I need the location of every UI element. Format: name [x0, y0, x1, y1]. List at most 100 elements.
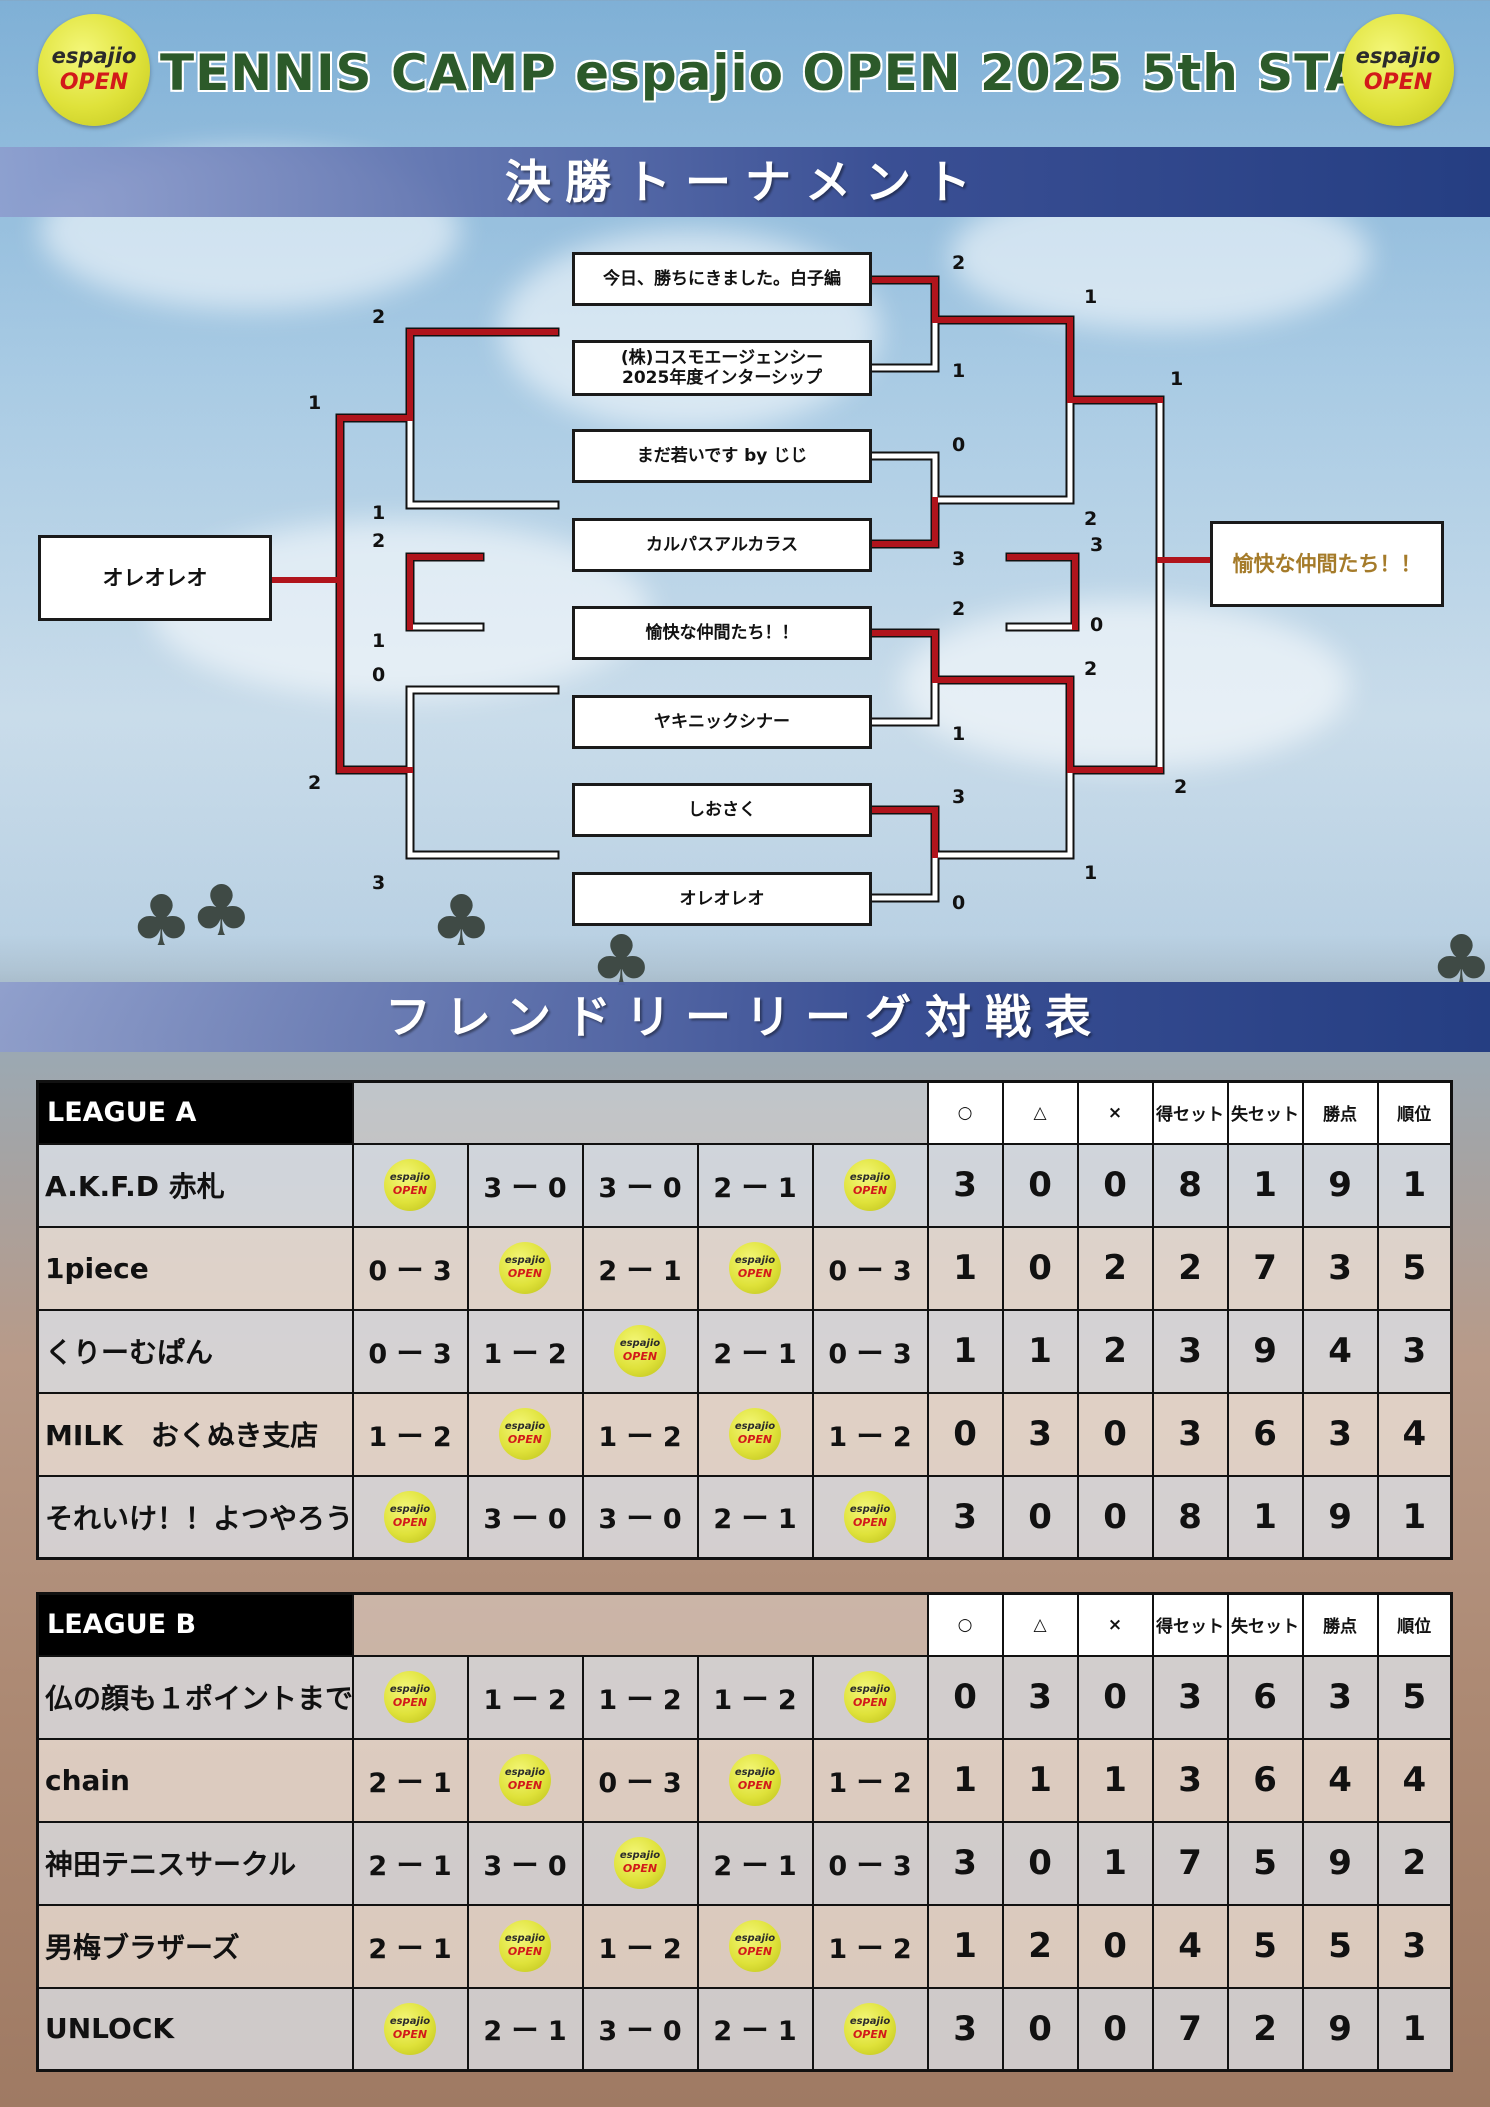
- stat-header: ×: [1076, 1592, 1154, 1657]
- bracket-score: 1: [1084, 862, 1098, 884]
- match-result: 3 ー 0: [466, 1474, 584, 1560]
- match-result: 0 ー 3: [351, 1308, 469, 1394]
- match-result: 2 ー 1: [696, 1474, 814, 1560]
- stat-value: 9: [1301, 1986, 1379, 2072]
- stat-value: 7: [1151, 1820, 1229, 1906]
- ball-logo-text: espajio: [504, 1933, 546, 1944]
- stat-header: 勝点: [1301, 1592, 1379, 1657]
- stat-value: 1: [1076, 1737, 1154, 1823]
- stat-header: 得セット: [1151, 1592, 1229, 1657]
- stat-value: 0: [1076, 1474, 1154, 1560]
- ball-logo-text: OPEN: [737, 1945, 773, 1958]
- team-name: 男梅ブラザーズ: [36, 1903, 354, 1989]
- league-heading: フレンドリーリーグ対戦表: [0, 982, 1490, 1052]
- bracket-score: 3: [952, 786, 966, 808]
- bracket-champion: 愉快な仲間たち！！: [1210, 521, 1444, 607]
- stat-value: 1: [1001, 1308, 1079, 1394]
- bracket-score: 1: [372, 630, 386, 652]
- stat-value: 1: [1376, 1142, 1453, 1228]
- ball-logo-text: OPEN: [737, 1779, 773, 1792]
- header: espajio OPEN TENNIS CAMP espajio OPEN 20…: [0, 0, 1490, 150]
- match-result: 1 ー 2: [466, 1308, 584, 1394]
- ball-logo-text: OPEN: [507, 1779, 543, 1792]
- ball-logo-text: espajio: [389, 1684, 431, 1695]
- bracket-score: 1: [308, 392, 322, 414]
- stat-value: 1: [926, 1903, 1004, 1989]
- stat-header: ○: [926, 1080, 1004, 1145]
- ball-logo-text: OPEN: [852, 1696, 888, 1709]
- match-result: 2 ー 1: [696, 1986, 814, 2072]
- stat-value: 3: [1151, 1391, 1229, 1477]
- ball-logo-text: OPEN: [852, 1184, 888, 1197]
- ball-logo-text: espajio: [619, 1338, 661, 1349]
- bracket-score: 1: [952, 360, 966, 382]
- stat-value: 3: [926, 1986, 1004, 2072]
- stat-value: 3: [1151, 1654, 1229, 1740]
- bracket-team-box: まだ若いです by じじ: [572, 429, 872, 483]
- stat-value: 9: [1226, 1308, 1304, 1394]
- stat-value: 5: [1301, 1903, 1379, 1989]
- match-result: 0 ー 3: [811, 1820, 929, 1906]
- match-result: 1 ー 2: [581, 1903, 699, 1989]
- stat-header: △: [1001, 1592, 1079, 1657]
- bracket-score: 1: [1170, 368, 1184, 390]
- bracket-team-box: (株)コスモエージェンシー 2025年度インターシップ: [572, 340, 872, 396]
- ball-logo-text: OPEN: [392, 1184, 428, 1197]
- stat-value: 2: [1376, 1820, 1453, 1906]
- stat-value: 4: [1376, 1391, 1453, 1477]
- match-result: 2 ー 1: [351, 1820, 469, 1906]
- stat-header: 勝点: [1301, 1080, 1379, 1145]
- match-result: 1 ー 2: [581, 1654, 699, 1740]
- ball-logo-text: OPEN: [737, 1267, 773, 1280]
- match-result: 1 ー 2: [811, 1737, 929, 1823]
- ball-logo-text: OPEN: [392, 2027, 428, 2041]
- match-result: 1 ー 2: [696, 1654, 814, 1740]
- match-result: 3 ー 0: [581, 1474, 699, 1560]
- match-result: 2 ー 1: [466, 1986, 584, 2072]
- header-blank: [351, 1080, 929, 1145]
- team-name: 仏の顔も１ポイントまで: [36, 1654, 354, 1740]
- stat-value: 1: [1376, 1986, 1453, 2072]
- bracket-score: 2: [1084, 658, 1098, 680]
- stat-value: 6: [1226, 1737, 1304, 1823]
- bracket-score: 3: [372, 872, 386, 894]
- stat-value: 1: [1076, 1820, 1154, 1906]
- stat-value: 3: [1001, 1654, 1079, 1740]
- match-result: 3 ー 0: [581, 1986, 699, 2072]
- stat-value: 0: [1001, 1820, 1079, 1906]
- bracket-score: 2: [1174, 776, 1188, 798]
- stat-value: 0: [1001, 1142, 1079, 1228]
- stat-value: 8: [1151, 1474, 1229, 1560]
- stat-value: 5: [1226, 1903, 1304, 1989]
- stat-value: 7: [1226, 1225, 1304, 1311]
- team-name: 1piece: [36, 1225, 354, 1311]
- stat-value: 3: [1301, 1654, 1379, 1740]
- ball-logo-text: espajio: [619, 1850, 661, 1861]
- stat-value: 3: [1301, 1391, 1379, 1477]
- stat-value: 5: [1226, 1820, 1304, 1906]
- stat-value: 1: [1226, 1142, 1304, 1228]
- stat-value: 9: [1301, 1142, 1379, 1228]
- ball-logo-text: OPEN: [507, 1945, 543, 1958]
- stat-value: 3: [926, 1820, 1004, 1906]
